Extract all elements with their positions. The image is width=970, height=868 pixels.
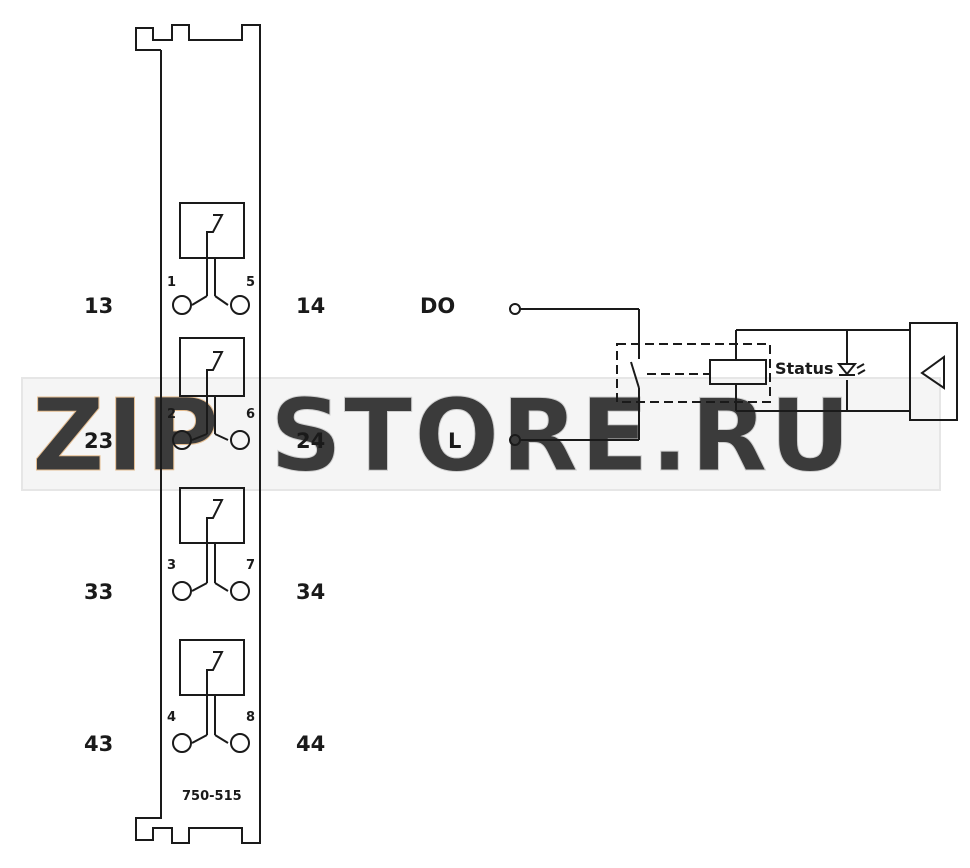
terminal-label: 23: [84, 429, 113, 453]
relay-switch: [630, 361, 640, 389]
contact-number: 1: [167, 275, 176, 290]
relay-3-terminal-right[interactable]: [230, 581, 250, 601]
relay-enclosure: [616, 343, 771, 403]
relay-1-terminal-left[interactable]: [172, 295, 192, 315]
relay-4-terminal-left[interactable]: [172, 733, 192, 753]
model-number: 750-515: [182, 789, 242, 804]
terminal-label: 13: [84, 294, 113, 318]
relay-coil: [709, 359, 767, 385]
relay-3-box: [179, 487, 245, 544]
relay-1-terminal-right[interactable]: [230, 295, 250, 315]
terminal-label: 14: [296, 294, 325, 318]
status-label: Status: [775, 359, 834, 378]
terminal-label: 34: [296, 580, 325, 604]
relay-4-box: [179, 639, 245, 696]
relay-3: [172, 487, 250, 601]
watermark-zip: ZIP: [32, 377, 221, 494]
relay-3-terminal-left[interactable]: [172, 581, 192, 601]
terminal-label: 33: [84, 580, 113, 604]
relay-1-switch: [206, 214, 224, 258]
relay-2-terminal-right[interactable]: [230, 430, 250, 450]
relay-4: [172, 639, 250, 753]
contact-number: 2: [167, 407, 176, 422]
terminal-label: 43: [84, 732, 113, 756]
contact-number: 8: [246, 710, 255, 725]
driver-block: [909, 322, 958, 421]
relay-1: [172, 202, 250, 315]
terminal-label: 24: [296, 429, 325, 453]
relay-2-terminal-left[interactable]: [172, 430, 192, 450]
relay-4-terminal-right[interactable]: [230, 733, 250, 753]
contact-number: 6: [246, 407, 255, 422]
relay-1-box: [179, 202, 245, 259]
module-housing: [135, 24, 261, 844]
contact-number: 3: [167, 558, 176, 573]
watermark-store: STORE.RU: [270, 377, 853, 494]
contact-number: 5: [246, 275, 255, 290]
amplifier-icon: [920, 355, 945, 390]
status-led-icon: [836, 363, 858, 376]
terminal-label: 44: [296, 732, 325, 756]
do-input-terminal[interactable]: [509, 303, 521, 315]
contact-number: 4: [167, 710, 176, 725]
do-label: DO: [420, 294, 455, 318]
relay-2-box: [179, 337, 245, 397]
relay-2: [172, 337, 250, 450]
contact-number: 7: [246, 558, 255, 573]
l-label: L: [448, 429, 461, 453]
circuit: [509, 303, 958, 446]
watermark: ZIP STORE.RU: [21, 377, 941, 495]
